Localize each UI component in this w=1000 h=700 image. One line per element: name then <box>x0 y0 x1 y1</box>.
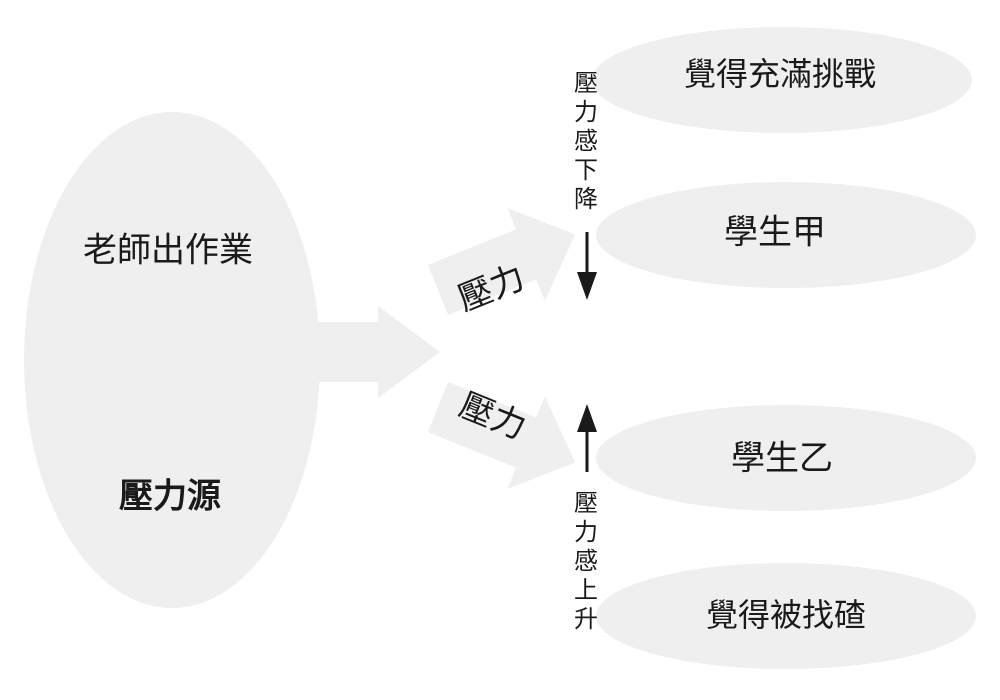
effect-up-char: 升 <box>574 605 598 633</box>
student-b-ellipse <box>596 405 976 511</box>
up-arrow-head <box>577 404 597 432</box>
main-block-arrow <box>300 306 440 398</box>
effect-down-char: 下 <box>574 156 598 184</box>
effect-down-char: 感 <box>574 127 598 155</box>
student-b-text: 學生乙 <box>731 439 833 479</box>
effect-up-char: 感 <box>574 547 598 575</box>
effect-down-char: 降 <box>574 185 598 213</box>
feeling-bottom-ellipse <box>596 563 976 669</box>
source-line1: 老師出作業 <box>83 231 253 271</box>
effect-down-text: 壓 力 感 下 降 <box>574 69 598 213</box>
source-line2: 壓力源 <box>119 477 221 517</box>
student-a-text: 學生甲 <box>724 213 826 253</box>
feeling-top-text: 覺得充滿挑戰 <box>684 55 876 93</box>
feeling-top-ellipse <box>592 27 972 133</box>
lower-pressure-arrow <box>427 381 576 489</box>
down-arrow-head <box>577 272 597 300</box>
effect-up-char: 上 <box>574 576 598 604</box>
effect-down-char: 壓 <box>574 69 598 97</box>
effect-up-char: 力 <box>574 518 598 546</box>
student-a-ellipse <box>596 182 976 288</box>
effect-up-text: 壓 力 感 上 升 <box>574 489 598 633</box>
feeling-bottom-text: 覺得被找碴 <box>706 596 866 634</box>
upper-pressure-arrow <box>427 208 576 316</box>
effect-down-char: 力 <box>574 98 598 126</box>
source-ellipse <box>24 112 320 608</box>
effect-up-char: 壓 <box>574 489 598 517</box>
